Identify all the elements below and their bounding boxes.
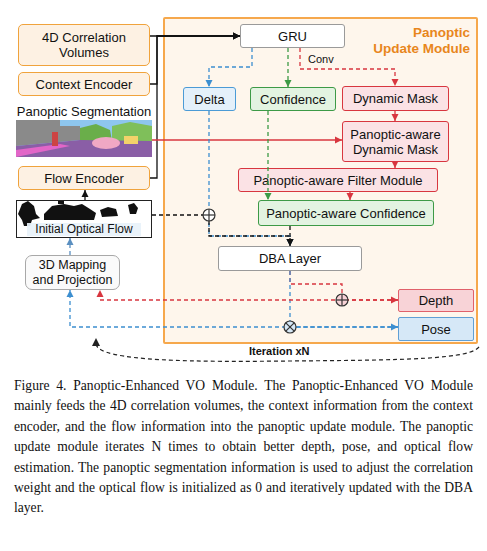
connector-arrow — [290, 271, 398, 327]
connector-arrow — [349, 192, 350, 200]
process-box: Panoptic-aware Filter Module — [238, 168, 438, 192]
module-frame: Panoptic Update Module GRU Delta Confidence… — [163, 17, 478, 344]
connector-arrow — [100, 290, 398, 300]
output-box: Dynamic Mask — [342, 86, 449, 111]
product-symbol — [284, 321, 296, 333]
node-label: DBA Layer — [257, 251, 323, 266]
node-label: Panoptic-aware Confidence — [264, 206, 428, 221]
node-label: Context Encoder — [34, 77, 135, 92]
node-label: Confidence — [258, 92, 328, 107]
output-box: Depth — [398, 289, 474, 312]
node-label: Panoptic Segmentation — [16, 104, 152, 119]
node-label: Delta — [192, 92, 226, 107]
operation-label: Conv — [305, 53, 337, 65]
node-label: 4D Correlation Volumes — [19, 30, 149, 60]
process-box: Panoptic-aware Confidence — [258, 200, 434, 226]
figure-caption: Figure 4. Panoptic-Enhanced VO Module. T… — [14, 376, 473, 519]
module-title: Panoptic Update Module — [368, 25, 470, 57]
connector-arrow — [152, 215, 290, 246]
connector-arrow — [290, 271, 398, 300]
optical-flow-image — [16, 200, 152, 238]
connector-arrow — [289, 226, 290, 246]
connector-arrow — [150, 35, 240, 36]
connector-arrow — [300, 48, 395, 86]
process-box: Panoptic-aware Dynamic Mask — [342, 121, 449, 162]
node-label: Dynamic Mask — [351, 91, 440, 106]
connector-arrow — [150, 36, 240, 84]
loop-label: Iteration xN — [246, 345, 313, 357]
node-label: 3D Mapping and Projection — [26, 258, 119, 288]
process-box: 3D Mapping and Projection — [25, 255, 120, 290]
sum-symbol — [336, 294, 348, 306]
node-label: Initial Optical Flow — [27, 223, 141, 236]
connector-arrow — [394, 162, 395, 168]
connector-arrow — [209, 48, 252, 87]
connector-arrow — [287, 48, 288, 87]
input-box: Flow Encoder — [18, 166, 150, 190]
connector-arrow — [84, 190, 85, 200]
node-label: Pose — [419, 322, 453, 337]
input-box: 4D Correlation Volumes — [18, 24, 150, 66]
input-box: Context Encoder — [18, 72, 150, 96]
image-panel: Panoptic Segmentation — [16, 104, 152, 157]
image-panel: Initial Optical Flow — [16, 200, 152, 238]
sum-symbol — [203, 209, 215, 221]
connector-arrow — [69, 238, 70, 255]
node-label: Depth — [417, 293, 456, 308]
node-label: Panoptic-aware Filter Module — [251, 173, 424, 188]
connector-arrow — [267, 111, 268, 200]
node-label: Flow Encoder — [42, 171, 125, 186]
connector-arrow — [209, 111, 290, 246]
connector-arrow — [394, 111, 395, 121]
process-box: GRU — [240, 24, 345, 48]
output-box: Delta — [183, 87, 236, 111]
node-label: GRU — [276, 29, 309, 44]
connector-arrow — [152, 139, 342, 140]
connector-arrow — [70, 290, 398, 327]
node-label: Panoptic-aware Dynamic Mask — [343, 127, 448, 157]
output-box: Pose — [398, 317, 474, 341]
connector-arrow — [150, 36, 240, 178]
process-box: DBA Layer — [218, 246, 362, 271]
segmentation-image — [16, 120, 152, 157]
output-box: Confidence — [250, 87, 336, 111]
